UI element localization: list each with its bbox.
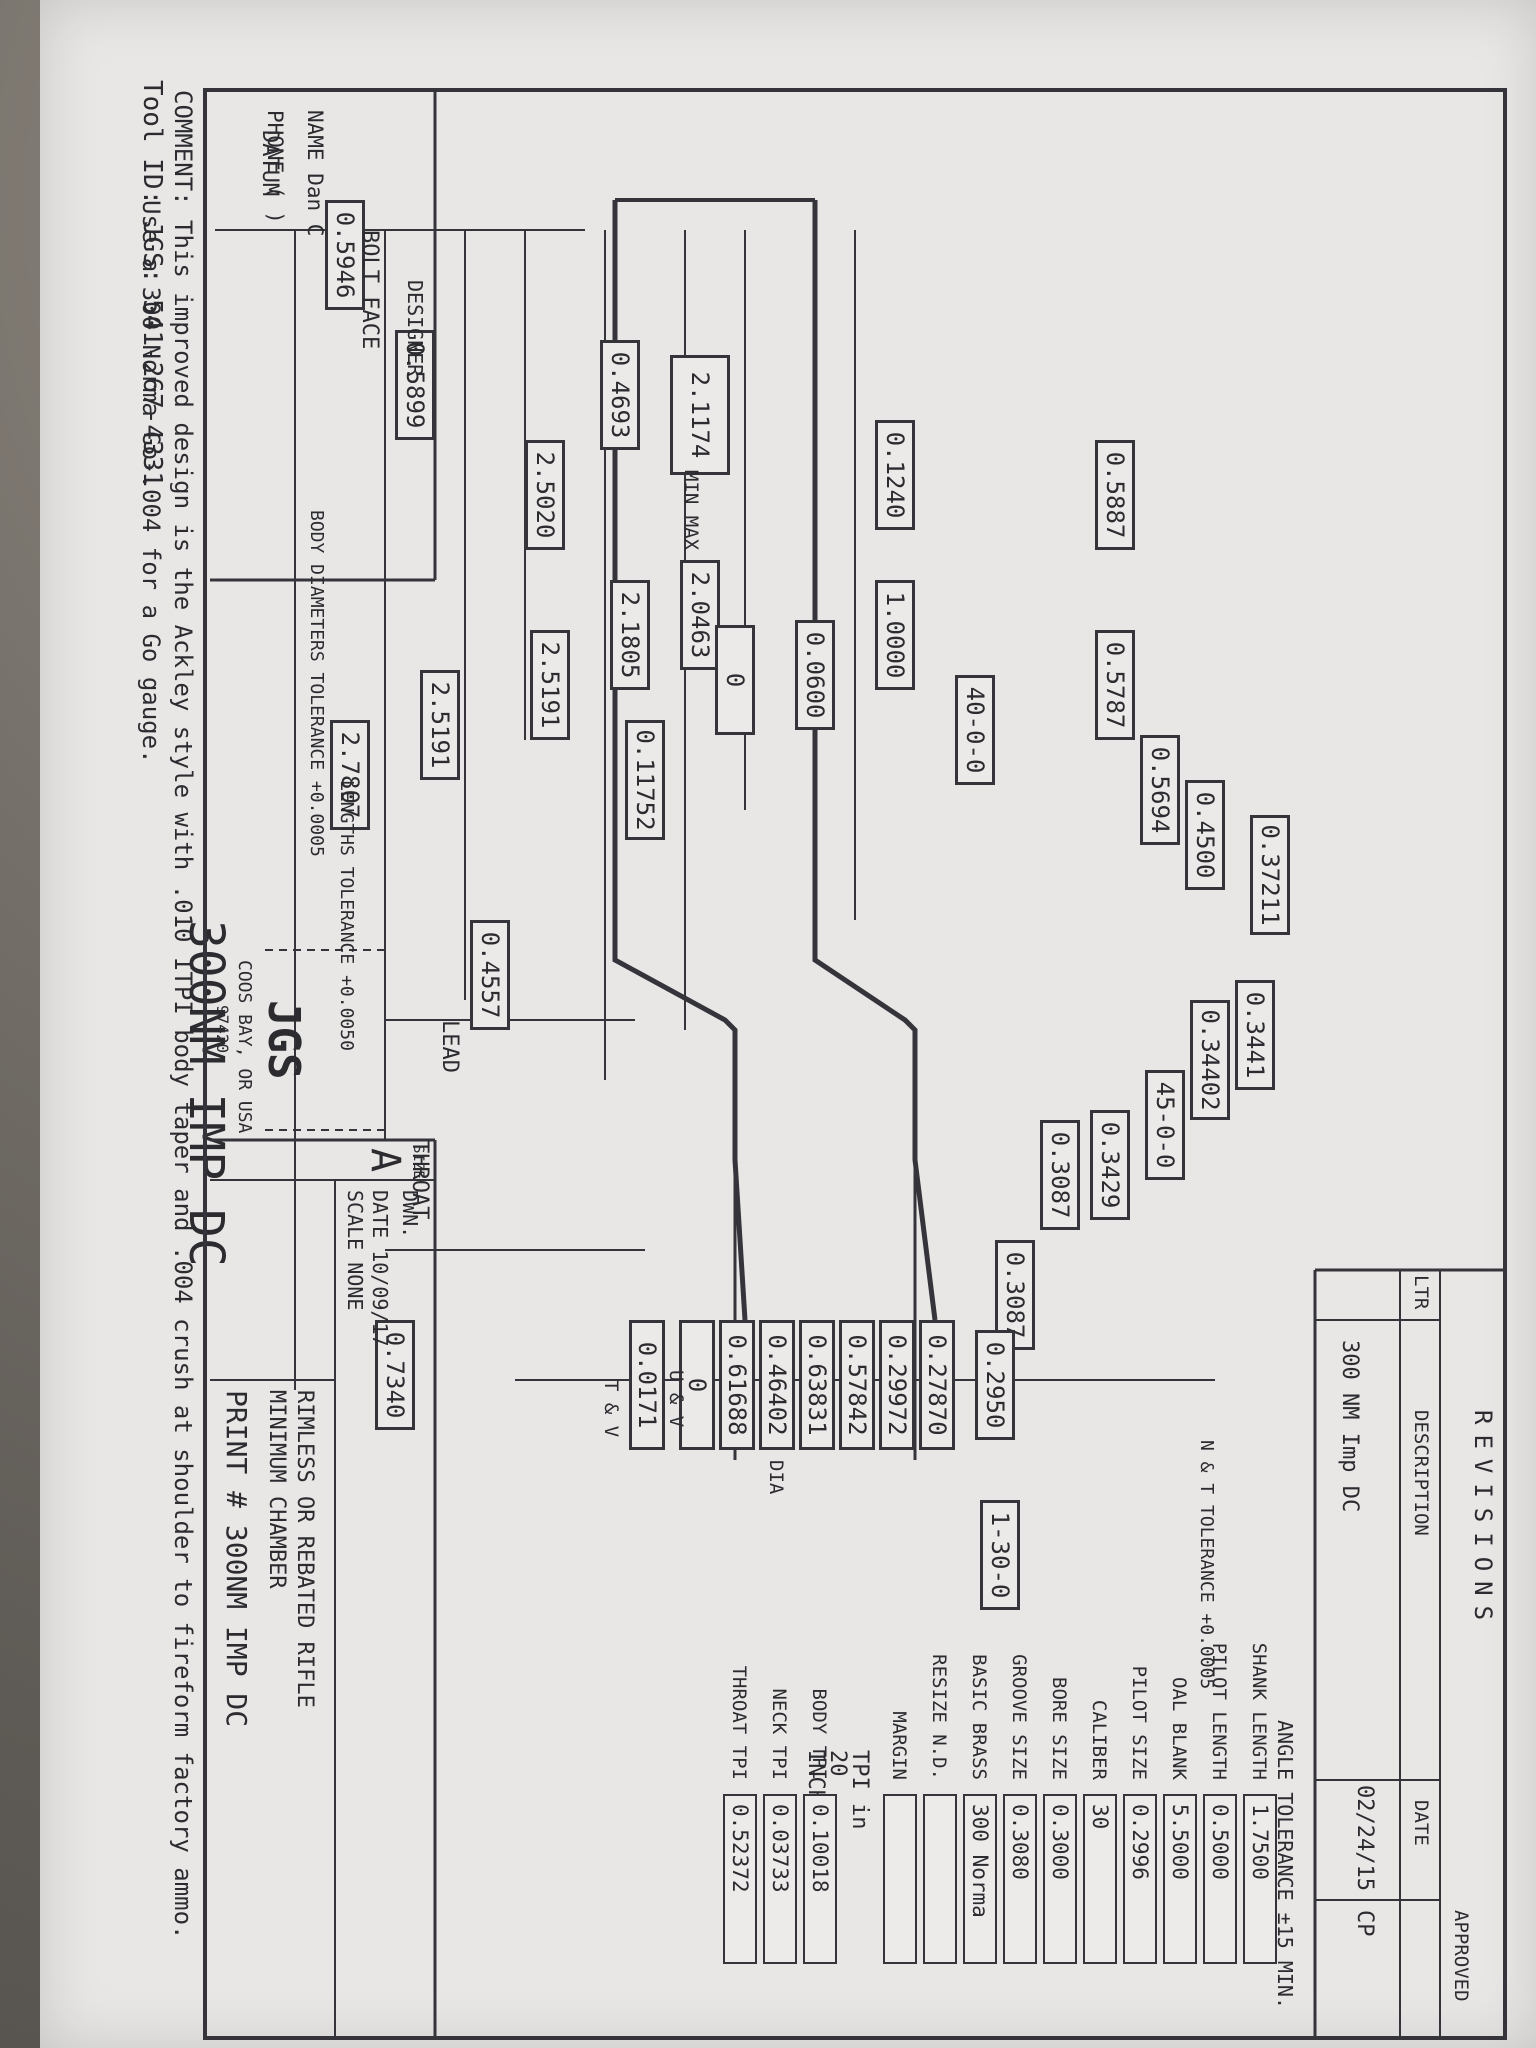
rev-col-date: DATE [1410, 1800, 1432, 1846]
dim-h: 0.3429 [1090, 1110, 1130, 1220]
rev-col-approved: APPROVED [1450, 1910, 1472, 2002]
rev-col-desc: DESCRIPTION [1410, 1410, 1432, 1536]
rev-date: 02/24/15 [1352, 1785, 1377, 1891]
resize-nd-value [923, 1794, 957, 1964]
comment-line-2: Use a 300 Norma Go-.004 for a Go gauge. [137, 200, 165, 764]
throat-tpi-label: THROAT TPI [728, 1665, 751, 1780]
dim-p: 1.0000 [875, 580, 915, 690]
body-tpi-label: BODY TPI [808, 1688, 831, 1780]
pilot-size-value: 0.2996 [1123, 1794, 1157, 1964]
dim-0-27870: 0.27870 [919, 1320, 955, 1450]
company-city: COOS BAY, OR USA [234, 960, 255, 1134]
basic-brass-label: BASIC BRASS [968, 1654, 991, 1780]
dwn-label: DWN. [398, 1190, 422, 1239]
dim-c2: 0.34402 [1190, 1000, 1230, 1120]
phone-label: PHONE ( ) [263, 110, 287, 224]
frame-lines [203, 88, 1507, 2040]
scale-label: SCALE NONE [343, 1190, 367, 1311]
neck-tpi-value: 0.03733 [763, 1794, 797, 1964]
dim-z: 0.2950 [975, 1330, 1015, 1440]
angle-tol-label: ANGLE TOLERANCE ±15 MIN. [1273, 1720, 1297, 2009]
dim-f: 0.5787 [1095, 630, 1135, 740]
u-and-v-label: U & V [665, 1370, 687, 1428]
date-label: DATE 10/09/17 [368, 1190, 392, 1347]
desc-line-1: RIMLESS OR REBATED RIFLE [292, 1390, 317, 1708]
shank-length-value: 1.7500 [1243, 1794, 1277, 1964]
basic-brass-value: 300 Norma [963, 1794, 997, 1964]
dim-t: 2.5020 [525, 440, 565, 550]
pilot-length-value: 0.5000 [1203, 1794, 1237, 1964]
dim-0-61688: 0.61688 [719, 1320, 755, 1450]
throat-tpi-value: 0.52372 [723, 1794, 757, 1964]
caliber-value: 30 [1083, 1794, 1117, 1964]
rev-approved: CP [1352, 1910, 1377, 1937]
rev-col-ltr: LTR [1410, 1275, 1432, 1310]
dim-u: 2.5191 [530, 630, 570, 740]
margin-label: MARGIN [888, 1711, 911, 1780]
resize-nd-label: RESIZE N.D. [928, 1654, 951, 1780]
company-zip: 97420 [213, 1005, 232, 1054]
dim-l: 0 [715, 625, 755, 735]
dim-0-63831: 0.63831 [799, 1320, 835, 1450]
size-label: SIZE [410, 1145, 426, 1179]
revisions-title: REVISIONS [1469, 1410, 1497, 1631]
dim-0-57842: 0.57842 [839, 1320, 875, 1450]
lead-label: LEAD [437, 1020, 462, 1073]
dim-r: 2.1174 [670, 355, 730, 475]
groove-size-value: 0.3080 [1003, 1794, 1037, 1964]
dim-e: 0.5694 [1140, 735, 1180, 845]
dim-c: 0.3441 [1235, 980, 1275, 1090]
oal-blank-label: OAL BLANK [1168, 1677, 1191, 1780]
dim-0-4500: 0.4500 [1185, 780, 1225, 890]
dim-x: 0.4557 [470, 920, 510, 1030]
dim-m: 0.0600 [795, 620, 835, 730]
designer-label: DESIGNER [403, 280, 427, 377]
dia-label: DIA [765, 1460, 787, 1495]
dim-b: 0.5887 [1095, 440, 1135, 550]
drawing-sheet: Tool ID: JGS: 541-267-4331 300NM IMP DC [75, 80, 1515, 2048]
caliber-label: CALIBER [1088, 1699, 1111, 1780]
desc-line-2: MINIMUM CHAMBER [264, 1390, 289, 1589]
shank-length-label: SHANK LENGTH [1248, 1642, 1271, 1780]
size-value: A [362, 1148, 408, 1173]
pilot-size-label: PILOT SIZE [1128, 1665, 1151, 1780]
comment-line-1: COMMENT: This improved design is the Ack… [169, 90, 197, 1940]
dim-s: 2.1805 [610, 580, 650, 690]
name-label: NAME Dan C [303, 110, 327, 237]
dim-0-46402: 0.46402 [759, 1320, 795, 1450]
lengths-tol-label: LENGTHS TOLERANCE +0.0050 [336, 780, 357, 1051]
dim-q: 2.0463 [680, 560, 720, 670]
dim-d: 0.1240 [875, 420, 915, 530]
margin-value [883, 1794, 917, 1964]
bore-size-value: 0.3000 [1043, 1794, 1077, 1964]
body-tpi-value: 0.10018 [803, 1794, 837, 1964]
dim-el: 0.4693 [600, 340, 640, 450]
company-logo: JGS [258, 1000, 309, 1080]
rev-desc: 300 NM Imp DC [1337, 1340, 1362, 1513]
dim-k: 40-0-0 [955, 675, 995, 785]
bore-size-label: BORE SIZE [1048, 1677, 1071, 1780]
min-max-label: MIN MAX [680, 470, 702, 551]
paper-sheet: Tool ID: JGS: 541-267-4331 300NM IMP DC [40, 0, 1536, 2048]
dim-0-11752: 0.11752 [625, 720, 665, 840]
dim-d-top: 0.37211 [1250, 815, 1290, 935]
neck-tpi-label: NECK TPI [768, 1688, 791, 1780]
dim-0-0171: 0.0171 [629, 1320, 665, 1450]
print-number: PRINT # 300NM IMP DC [220, 1390, 253, 1728]
t-and-v-label: T & V [600, 1380, 622, 1438]
body-tol-label: BODY DIAMETERS TOLERANCE +0.0005 [306, 510, 327, 857]
groove-size-label: GROOVE SIZE [1008, 1654, 1031, 1780]
pilot-length-label: PILOT LENGTH [1208, 1642, 1231, 1780]
dim-g2: 0.3087 [1040, 1120, 1080, 1230]
bolt-face-label: BOLT FACE [357, 230, 382, 350]
dim-v: 2.5191 [420, 670, 460, 780]
oal-blank-value: 5.5000 [1163, 1794, 1197, 1964]
dim-n: 45-0-0 [1145, 1070, 1185, 1180]
dim-0-29972: 0.29972 [879, 1320, 915, 1450]
